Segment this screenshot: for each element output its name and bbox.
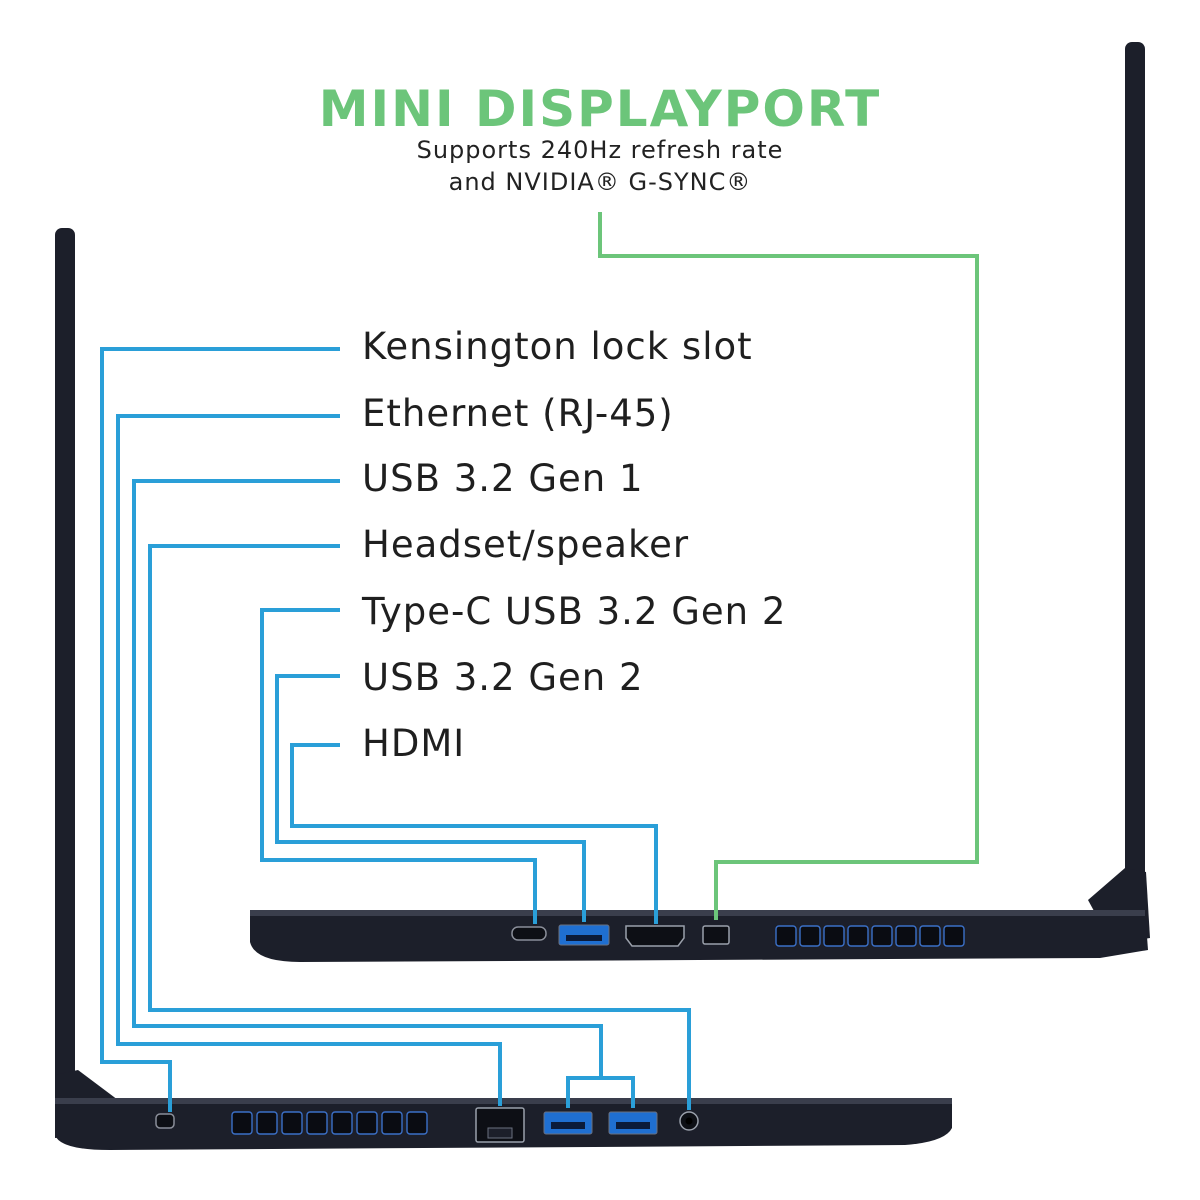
- mini-displayport-title: MINI DISPLAYPORT: [318, 80, 882, 138]
- label-type-c-usb-gen2: Type-C USB 3.2 Gen 2: [362, 590, 787, 633]
- label-usb-gen2: USB 3.2 Gen 2: [362, 656, 644, 699]
- label-hdmi: HDMI: [362, 722, 466, 765]
- type-c-callout-line: [260, 608, 537, 924]
- left-laptop-lid: [55, 228, 75, 1133]
- left-side-laptop: [55, 228, 952, 1150]
- label-headset-speaker: Headset/speaker: [362, 523, 690, 566]
- right-laptop-base: [250, 910, 1148, 962]
- usb-gen1-callout-fork: [566, 1076, 635, 1108]
- mini-displayport-callout-line: [598, 212, 979, 920]
- usb-gen2-callout-line: [275, 674, 586, 922]
- kensington-callout-line: [100, 347, 340, 1112]
- callout-lines: [100, 212, 979, 1112]
- type-c-port: [511, 926, 547, 941]
- right-side-laptop: [250, 42, 1150, 962]
- mini-displayport-subtitle-line1: Supports 240Hz refresh rate: [416, 136, 784, 164]
- kensington-slot: [155, 1113, 175, 1129]
- label-kensington-lock-slot: Kensington lock slot: [362, 325, 753, 368]
- right-laptop-lid: [1125, 42, 1145, 947]
- label-ethernet: Ethernet (RJ-45): [362, 392, 674, 435]
- ethernet-callout-line: [116, 414, 502, 1106]
- hdmi-port: [625, 925, 685, 947]
- left-laptop-vents: [231, 1111, 428, 1135]
- headset-callout-line: [148, 544, 691, 1110]
- mini-displayport-port: [702, 925, 730, 945]
- hdmi-callout-line: [290, 743, 658, 924]
- mini-displayport-subtitle-line2: and NVIDIA® G-SYNC®: [448, 168, 752, 196]
- label-usb-gen1: USB 3.2 Gen 1: [362, 457, 644, 500]
- usb-gen1-callout-line: [132, 479, 603, 1078]
- right-laptop-vents: [775, 925, 965, 947]
